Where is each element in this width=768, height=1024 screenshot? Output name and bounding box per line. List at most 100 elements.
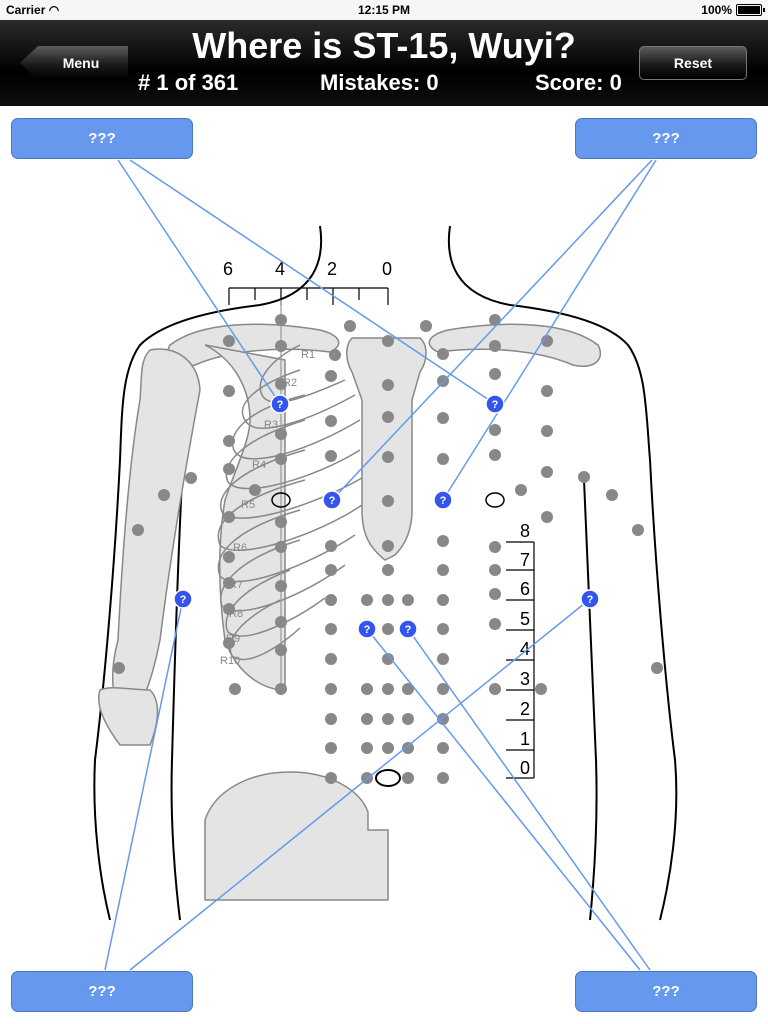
- acupoint-dot: [382, 495, 394, 507]
- question-marker[interactable]: ?: [485, 394, 505, 414]
- acupoint-dot: [229, 683, 241, 695]
- scale-label-0: 0: [382, 259, 392, 279]
- acupoint-dot: [325, 713, 337, 725]
- acupoint-dot: [437, 348, 449, 360]
- clock: 12:15 PM: [357, 3, 411, 17]
- acupoint-dot: [489, 424, 501, 436]
- vscale-label-0: 0: [520, 758, 530, 778]
- humerus-left: [111, 348, 201, 722]
- acupoint-dot: [361, 683, 373, 695]
- rib-label: R6: [233, 542, 247, 554]
- acupoint-dot: [382, 713, 394, 725]
- scale-label-6: 6: [223, 259, 233, 279]
- acupoint-dot: [420, 320, 432, 332]
- acupoint-dot: [325, 540, 337, 552]
- navel: [375, 769, 401, 787]
- acupoint-dot: [275, 516, 287, 528]
- acupoint-dot: [158, 489, 170, 501]
- vscale-label-8: 8: [520, 521, 530, 541]
- acupoints: [113, 314, 663, 784]
- acupoint-dot: [223, 335, 235, 347]
- vscale-label-7: 7: [520, 550, 530, 570]
- acupoint-dot: [325, 370, 337, 382]
- mistakes-count: Mistakes: 0: [320, 70, 439, 95]
- sternum: [346, 337, 427, 561]
- acupoint-dot: [437, 535, 449, 547]
- acupoint-dot: [489, 588, 501, 600]
- acupoint-dot: [382, 653, 394, 665]
- menu-button[interactable]: Menu: [20, 46, 128, 80]
- acupoint-dot: [223, 435, 235, 447]
- question-marker[interactable]: ?: [580, 589, 600, 609]
- rib-label: R3: [264, 419, 278, 431]
- vscale-label-3: 3: [520, 669, 530, 689]
- acupoint-dot: [249, 484, 261, 496]
- svg-text:?: ?: [277, 399, 284, 411]
- acupoint-dot: [325, 594, 337, 606]
- acupoint-dot: [275, 314, 287, 326]
- question-title: Where is ST-15, Wuyi?: [192, 25, 576, 66]
- scale-label-4: 4: [275, 259, 285, 279]
- acupoint-dot: [541, 385, 553, 397]
- acupoint-dot: [223, 603, 235, 615]
- question-marker[interactable]: ?: [270, 394, 290, 414]
- skeleton: [98, 323, 602, 901]
- acupoint-dot: [489, 618, 501, 630]
- acupoint-dot: [223, 551, 235, 563]
- rib-label: R10: [220, 655, 240, 667]
- rib-label: R1: [301, 349, 315, 361]
- acupoint-dot: [382, 540, 394, 552]
- vscale-label-4: 4: [520, 639, 530, 659]
- acupoint-dot: [275, 616, 287, 628]
- torso-diagram: 6 4 2 0 8 7 6 5 4 3 2 1 0 R1 R2 R3 R: [93, 159, 678, 971]
- acupoint-dot: [275, 428, 287, 440]
- answer-box-bottom-left[interactable]: ???: [11, 971, 193, 1012]
- answer-box-top-right[interactable]: ???: [575, 118, 757, 159]
- elbow-left: [98, 687, 159, 746]
- vertical-scale: 8 7 6 5 4 3 2 1 0: [506, 521, 535, 779]
- acupoint-dot: [113, 662, 125, 674]
- acupoint-dot: [489, 683, 501, 695]
- acupoint-dot: [325, 683, 337, 695]
- svg-text:?: ?: [405, 624, 412, 636]
- vscale-label-6: 6: [520, 579, 530, 599]
- rib-lines: [217, 344, 363, 661]
- acupoint-dot: [361, 742, 373, 754]
- acupoint-dot: [275, 541, 287, 553]
- answer-box-top-left[interactable]: ???: [11, 118, 193, 159]
- acupoint-dot: [223, 463, 235, 475]
- nipples: [271, 492, 505, 508]
- acupoint-dot: [515, 484, 527, 496]
- acupoint-dot: [382, 594, 394, 606]
- wifi-icon: ◠: [48, 3, 60, 17]
- acupoint-dot: [402, 772, 414, 784]
- battery-status: 100%: [701, 3, 765, 17]
- answer-links: [104, 159, 657, 971]
- acupoint-dot: [382, 623, 394, 635]
- acupoint-dot: [275, 683, 287, 695]
- acupoint-dot: [325, 450, 337, 462]
- rib-label: R4: [252, 459, 266, 471]
- question-marker[interactable]: ?: [433, 490, 453, 510]
- question-marker[interactable]: ?: [173, 589, 193, 609]
- question-marker[interactable]: ?: [357, 619, 377, 639]
- vscale-label-2: 2: [520, 699, 530, 719]
- question-progress: # 1 of 361: [138, 70, 239, 95]
- acupoint-dot: [606, 489, 618, 501]
- question-marker[interactable]: ?: [322, 490, 342, 510]
- acupoint-dot: [437, 742, 449, 754]
- reset-button[interactable]: Reset: [639, 46, 747, 80]
- battery-icon: [736, 4, 765, 16]
- acupoint-dot: [325, 742, 337, 754]
- acupoint-dot: [325, 653, 337, 665]
- acupoint-dot: [437, 772, 449, 784]
- question-markers[interactable]: ? ? ? ? ? ? ? ?: [173, 394, 600, 639]
- acupoint-dot: [382, 335, 394, 347]
- acupoint-dot: [361, 594, 373, 606]
- question-marker[interactable]: ?: [398, 619, 418, 639]
- acupoint-dot: [223, 577, 235, 589]
- acupoint-dot: [535, 683, 547, 695]
- acupoint-dot: [325, 415, 337, 427]
- answer-box-bottom-right[interactable]: ???: [575, 971, 757, 1012]
- acupoint-dot: [651, 662, 663, 674]
